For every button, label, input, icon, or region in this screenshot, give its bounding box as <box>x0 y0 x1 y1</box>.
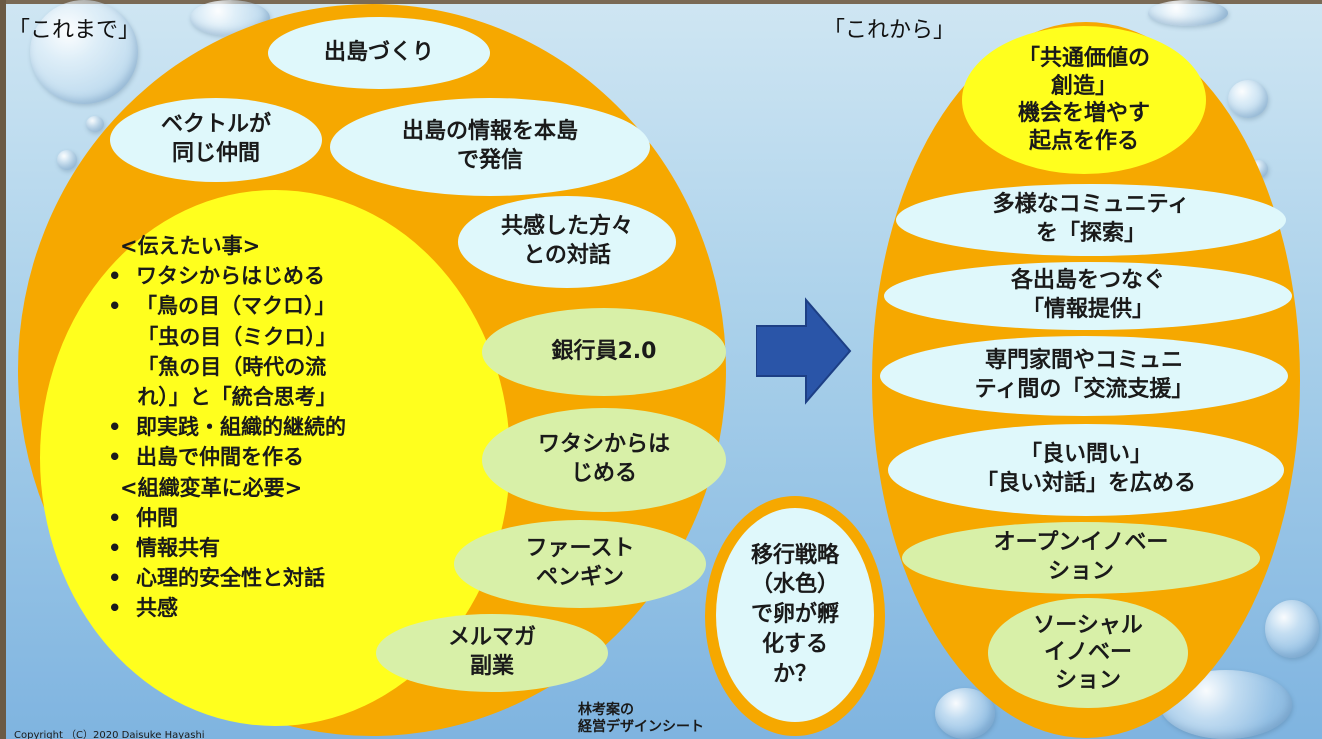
right-arrow-icon <box>756 297 852 405</box>
list-item: • 共感 <box>108 596 179 621</box>
left-frame <box>0 0 6 739</box>
future-social-innovation-label: ソーシャル イノベー ション <box>1033 612 1143 693</box>
bubble-start-myself-label: ワタシからは じめる <box>537 432 670 486</box>
water-drop <box>1228 80 1268 118</box>
list-item: • 心理的安全性と対話 <box>108 566 326 591</box>
future-bubble-open-innovation: オープンイノベー ション <box>902 522 1260 594</box>
bubble-same-vector-label: ベクトルが 同じ仲間 <box>160 112 271 166</box>
bubble-same-vector: ベクトルが 同じ仲間 <box>110 98 322 182</box>
list-item: • 即実践・組織的継続的 <box>108 415 347 440</box>
list-item: • 情報共有 <box>108 535 221 560</box>
bubble-start-myself: ワタシからは じめる <box>482 408 726 512</box>
list-item: れ）」と「統合思考」 <box>108 384 337 409</box>
list-item: 「魚の目（時代の流 <box>108 354 327 379</box>
copyright: Copyright （C）2020 Daisuke Hayashi <box>14 730 205 739</box>
bubble-dejima-label: 出島づくり <box>323 39 434 65</box>
list-item: • 仲間 <box>108 505 179 530</box>
future-bubble-explore: 多様なコミュニティ を「探索」 <box>896 184 1286 256</box>
future-bubble-social-innovation: ソーシャル イノベー ション <box>988 598 1188 708</box>
bubble-first-penguin-label: ファースト ペンギン <box>525 536 635 590</box>
bubble-dialogue: 共感した方々 との対話 <box>458 196 676 288</box>
future-heading: 「これから」 <box>823 18 956 43</box>
bubble-share-info-label: 出島の情報を本島 で発信 <box>401 119 578 173</box>
list-item: <伝えたい事> <box>120 234 261 258</box>
message-list: <伝えたい事> • ワタシからはじめる • 「鳥の目（マクロ）」 「虫の目（ミク… <box>108 231 346 623</box>
future-support-label: 専門家間やコミュニ ティ間の「交流支援」 <box>974 348 1194 402</box>
bubble-first-penguin: ファースト ペンギン <box>454 520 706 608</box>
future-questions-label: 「良い問い」 「良い対話」を広める <box>975 442 1196 496</box>
list-item: 「虫の目（ミクロ）」 <box>108 324 337 349</box>
list-item: <組織変革に必要> <box>120 475 303 500</box>
credit: 林考案の 経営デザインシート <box>578 702 704 735</box>
bubble-mailmag: メルマガ 副業 <box>376 614 608 692</box>
future-open-innovation-label: オープンイノベー ション <box>993 530 1169 584</box>
future-top-bubble: 「共通価値の 創造」 機会を増やす 起点を作る <box>962 26 1206 174</box>
bubble-dejima: 出島づくり <box>268 17 490 89</box>
water-drop <box>1148 0 1228 26</box>
future-top-label: 「共通価値の 創造」 機会を増やす 起点を作る <box>1017 46 1150 154</box>
bubble-banker: 銀行員2.0 <box>482 308 726 396</box>
bubble-share-info: 出島の情報を本島 で発信 <box>330 98 650 196</box>
future-bubble-questions: 「良い問い」 「良い対話」を広める <box>888 424 1284 516</box>
future-bubble-connect: 各出島をつなぐ 「情報提供」 <box>884 262 1292 330</box>
water-drop <box>30 0 138 104</box>
future-explore-label: 多様なコミュニティ を「探索」 <box>992 192 1190 246</box>
bubble-banker-label: 銀行員2.0 <box>551 338 657 364</box>
list-item: • 「鳥の目（マクロ）」 <box>108 294 336 319</box>
water-drop <box>1265 600 1319 658</box>
list-item: • 出島で仲間を作る <box>108 445 305 470</box>
future-connect-label: 各出島をつなぐ 「情報提供」 <box>1010 268 1165 322</box>
future-bubble-support: 専門家間やコミュニ ティ間の「交流支援」 <box>880 336 1288 416</box>
list-item: • ワタシからはじめる <box>108 264 326 289</box>
water-drop <box>86 116 104 132</box>
bubble-mailmag-label: メルマガ 副業 <box>447 625 536 679</box>
water-drop <box>57 150 77 170</box>
transition-egg: 移行戦略 （水色） で卵が孵 化する か？ <box>716 508 874 722</box>
transition-egg-label: 移行戦略 （水色） で卵が孵 化する か？ <box>750 542 839 687</box>
bubble-dialogue-label: 共感した方々 との対話 <box>500 214 633 268</box>
top-frame <box>0 0 1322 4</box>
past-heading: 「これまで」 <box>8 18 141 43</box>
